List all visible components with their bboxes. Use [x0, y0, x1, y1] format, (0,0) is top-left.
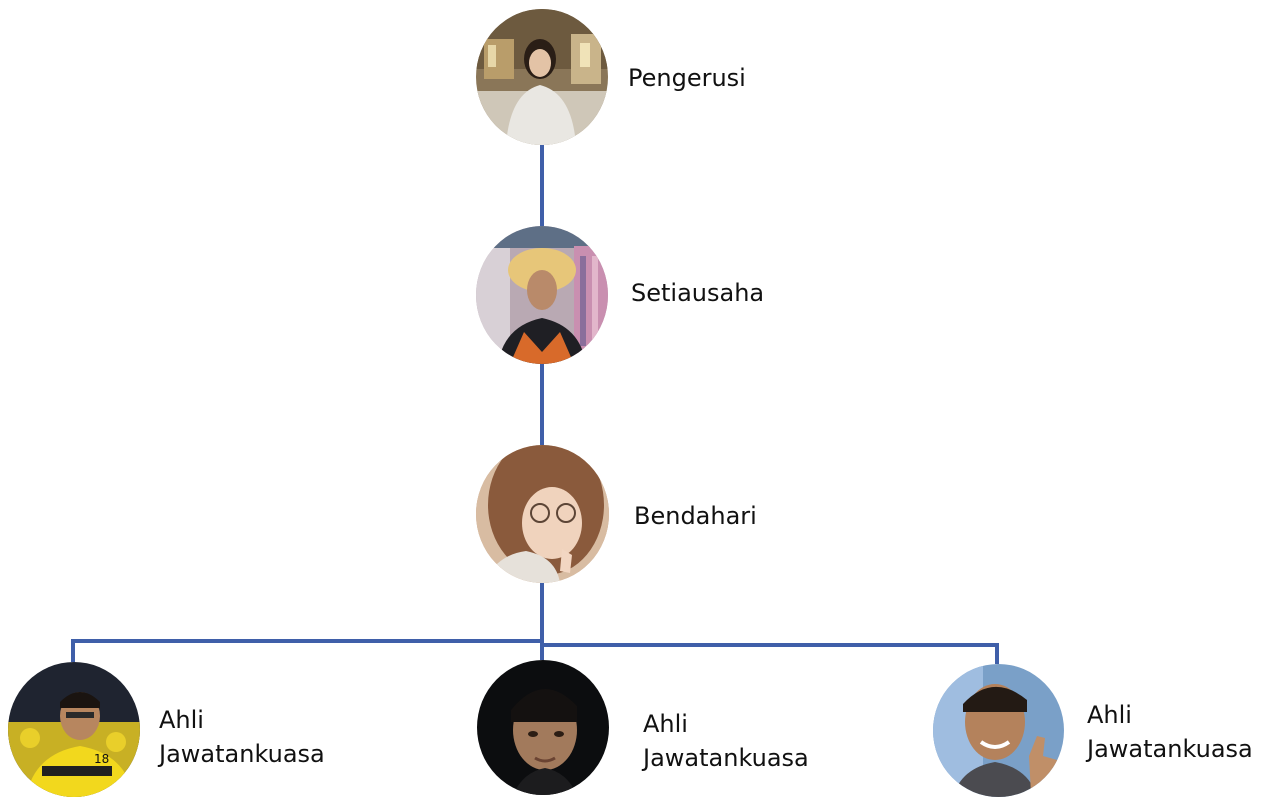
role-label-pengerusi: Pengerusi — [628, 64, 746, 92]
role-label-ahli-jawatankuasa-1: Ahli Jawatankuasa — [159, 706, 325, 768]
avatar-ahli-jawatankuasa-2 — [477, 660, 609, 795]
avatar-setiausaha — [476, 226, 608, 364]
connector-branch-right — [542, 643, 999, 664]
avatar-bendahari — [476, 445, 609, 583]
role-label-ahli-jawatankuasa-3: Ahli Jawatankuasa — [1087, 701, 1253, 763]
avatar-ahli-jawatankuasa-3 — [933, 664, 1064, 797]
role-label-bendahari: Bendahari — [634, 502, 757, 530]
role-label-setiausaha: Setiausaha — [631, 279, 765, 307]
svg-text:18: 18 — [94, 752, 109, 766]
avatar-ahli-jawatankuasa-1: 18 — [8, 662, 140, 797]
connector-branch-left — [71, 639, 542, 662]
role-label-ahli-jawatankuasa-2: Ahli Jawatankuasa — [643, 710, 809, 772]
avatar-pengerusi — [476, 9, 608, 145]
